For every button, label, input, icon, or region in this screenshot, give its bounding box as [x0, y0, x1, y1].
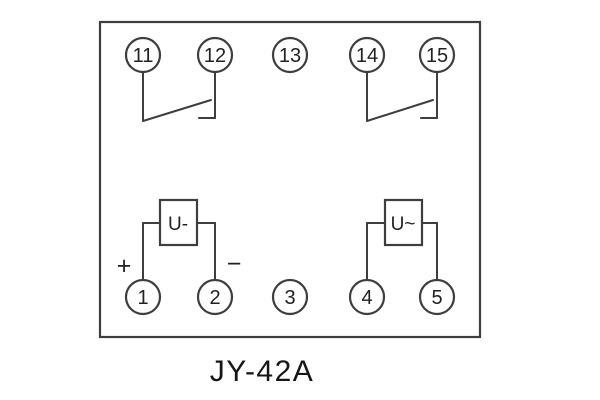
terminal-circle: [348, 278, 386, 316]
terminal-circle: [271, 278, 309, 316]
terminal-label: 1: [137, 287, 148, 309]
unit-box: [383, 198, 424, 247]
terminal-label: 13: [279, 45, 301, 67]
terminal-label: 12: [204, 45, 226, 67]
terminal-13: 13: [271, 36, 309, 74]
voltage-unit-ac: U~: [366, 198, 438, 281]
device-model-label: JY-42A: [210, 355, 315, 388]
contact-14-15: [366, 72, 438, 122]
terminal-circle: [418, 36, 456, 74]
voltage-unit-dc: U- + −: [117, 198, 242, 281]
unit-label: U~: [391, 214, 416, 235]
terminal-circle: [124, 278, 162, 316]
terminal-label: 14: [356, 45, 378, 67]
contact-blade: [142, 99, 212, 122]
contact-blade: [366, 99, 434, 122]
unit-label: U-: [168, 214, 188, 235]
terminal-4: 4: [348, 278, 386, 316]
terminal-11: 11: [124, 36, 162, 74]
polarity-minus: −: [227, 250, 242, 278]
terminal-circle: [348, 36, 386, 74]
terminal-label: 4: [361, 287, 372, 309]
terminal-label: 11: [133, 45, 154, 67]
terminal-circle: [418, 278, 456, 316]
terminal-5: 5: [418, 278, 456, 316]
terminal-3: 3: [271, 278, 309, 316]
terminal-circle: [124, 36, 162, 74]
terminal-circle: [196, 278, 234, 316]
terminal-label: 15: [426, 45, 448, 67]
terminal-12: 12: [196, 36, 234, 74]
polarity-plus: +: [117, 252, 132, 280]
terminal-14: 14: [348, 36, 386, 74]
unit-box: [158, 198, 199, 247]
terminal-circle: [196, 36, 234, 74]
contact-11-12: [142, 72, 216, 122]
terminal-15: 15: [418, 36, 456, 74]
terminal-label: 5: [431, 287, 442, 309]
terminal-row-bottom: 1 2 3 4 5: [124, 278, 456, 316]
terminal-row-top: 11 12 13 14 15: [124, 36, 456, 74]
device-outline: [98, 20, 482, 339]
terminal-2: 2: [196, 278, 234, 316]
terminal-label: 3: [284, 287, 295, 309]
terminal-label: 2: [209, 287, 220, 309]
terminal-circle: [271, 36, 309, 74]
terminal-1: 1: [124, 278, 162, 316]
